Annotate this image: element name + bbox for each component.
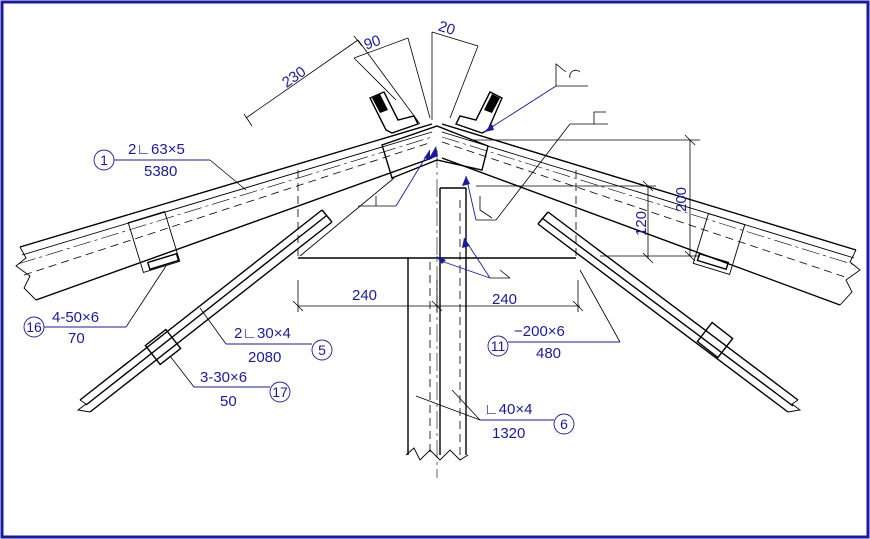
dim-240-left-text: 240 xyxy=(352,287,377,304)
part-6-section: ∟40×4 xyxy=(484,401,532,418)
callout-part-6: 6 ∟40×4 1320 xyxy=(415,389,575,442)
dim-200-text: 200 xyxy=(673,187,690,212)
part-16-number: 16 xyxy=(26,319,42,335)
part-1-section: 2∟63×5 xyxy=(128,141,185,158)
dim-230-text: 230 xyxy=(279,63,309,91)
part-6-length: 1320 xyxy=(492,425,525,442)
dimension-120: 120 xyxy=(476,180,656,264)
right-purlin-clip xyxy=(455,91,503,134)
part-1-length: 5380 xyxy=(144,163,177,180)
callout-part-1: 1 2∟63×5 5380 xyxy=(93,141,247,191)
part-6-number: 6 xyxy=(560,416,568,432)
dimension-20: 20 xyxy=(431,18,479,120)
vertical-member xyxy=(405,150,469,478)
part-5-length: 2080 xyxy=(248,349,281,366)
part-16-length: 70 xyxy=(68,330,85,347)
part-11-number: 11 xyxy=(491,338,506,354)
dim-20-text: 20 xyxy=(436,18,457,39)
part-17-length: 50 xyxy=(220,393,237,410)
part-11-section: −200×6 xyxy=(514,323,565,340)
dimension-200: 200 xyxy=(470,134,700,262)
part-5-section: 2∟30×4 xyxy=(234,325,291,342)
dimension-90: 90 xyxy=(353,32,431,119)
callout-part-17: 17 3-30×6 50 xyxy=(169,355,291,410)
callout-part-5: 5 2∟30×4 2080 xyxy=(199,307,333,366)
callout-part-16: 16 4-50×6 70 xyxy=(23,265,167,347)
dimension-240-pair: 240 240 xyxy=(292,280,584,312)
left-purlin-clip xyxy=(369,91,419,134)
dim-90-text: 90 xyxy=(362,32,383,54)
part-16-section: 4-50×6 xyxy=(52,309,99,326)
apex-gusset-plate xyxy=(297,125,577,259)
part-5-number: 5 xyxy=(318,342,326,358)
part-17-number: 17 xyxy=(272,384,288,400)
weld-symbols xyxy=(358,63,608,279)
part-1-number: 1 xyxy=(100,152,108,168)
callout-part-11: 11 −200×6 480 xyxy=(487,269,621,362)
dim-120-text: 120 xyxy=(633,211,650,236)
right-web-member xyxy=(537,211,802,413)
left-top-chord xyxy=(15,123,433,301)
part-17-section: 3-30×6 xyxy=(200,369,247,386)
part-11-length: 480 xyxy=(536,345,561,362)
dim-240-right-text: 240 xyxy=(492,291,517,308)
